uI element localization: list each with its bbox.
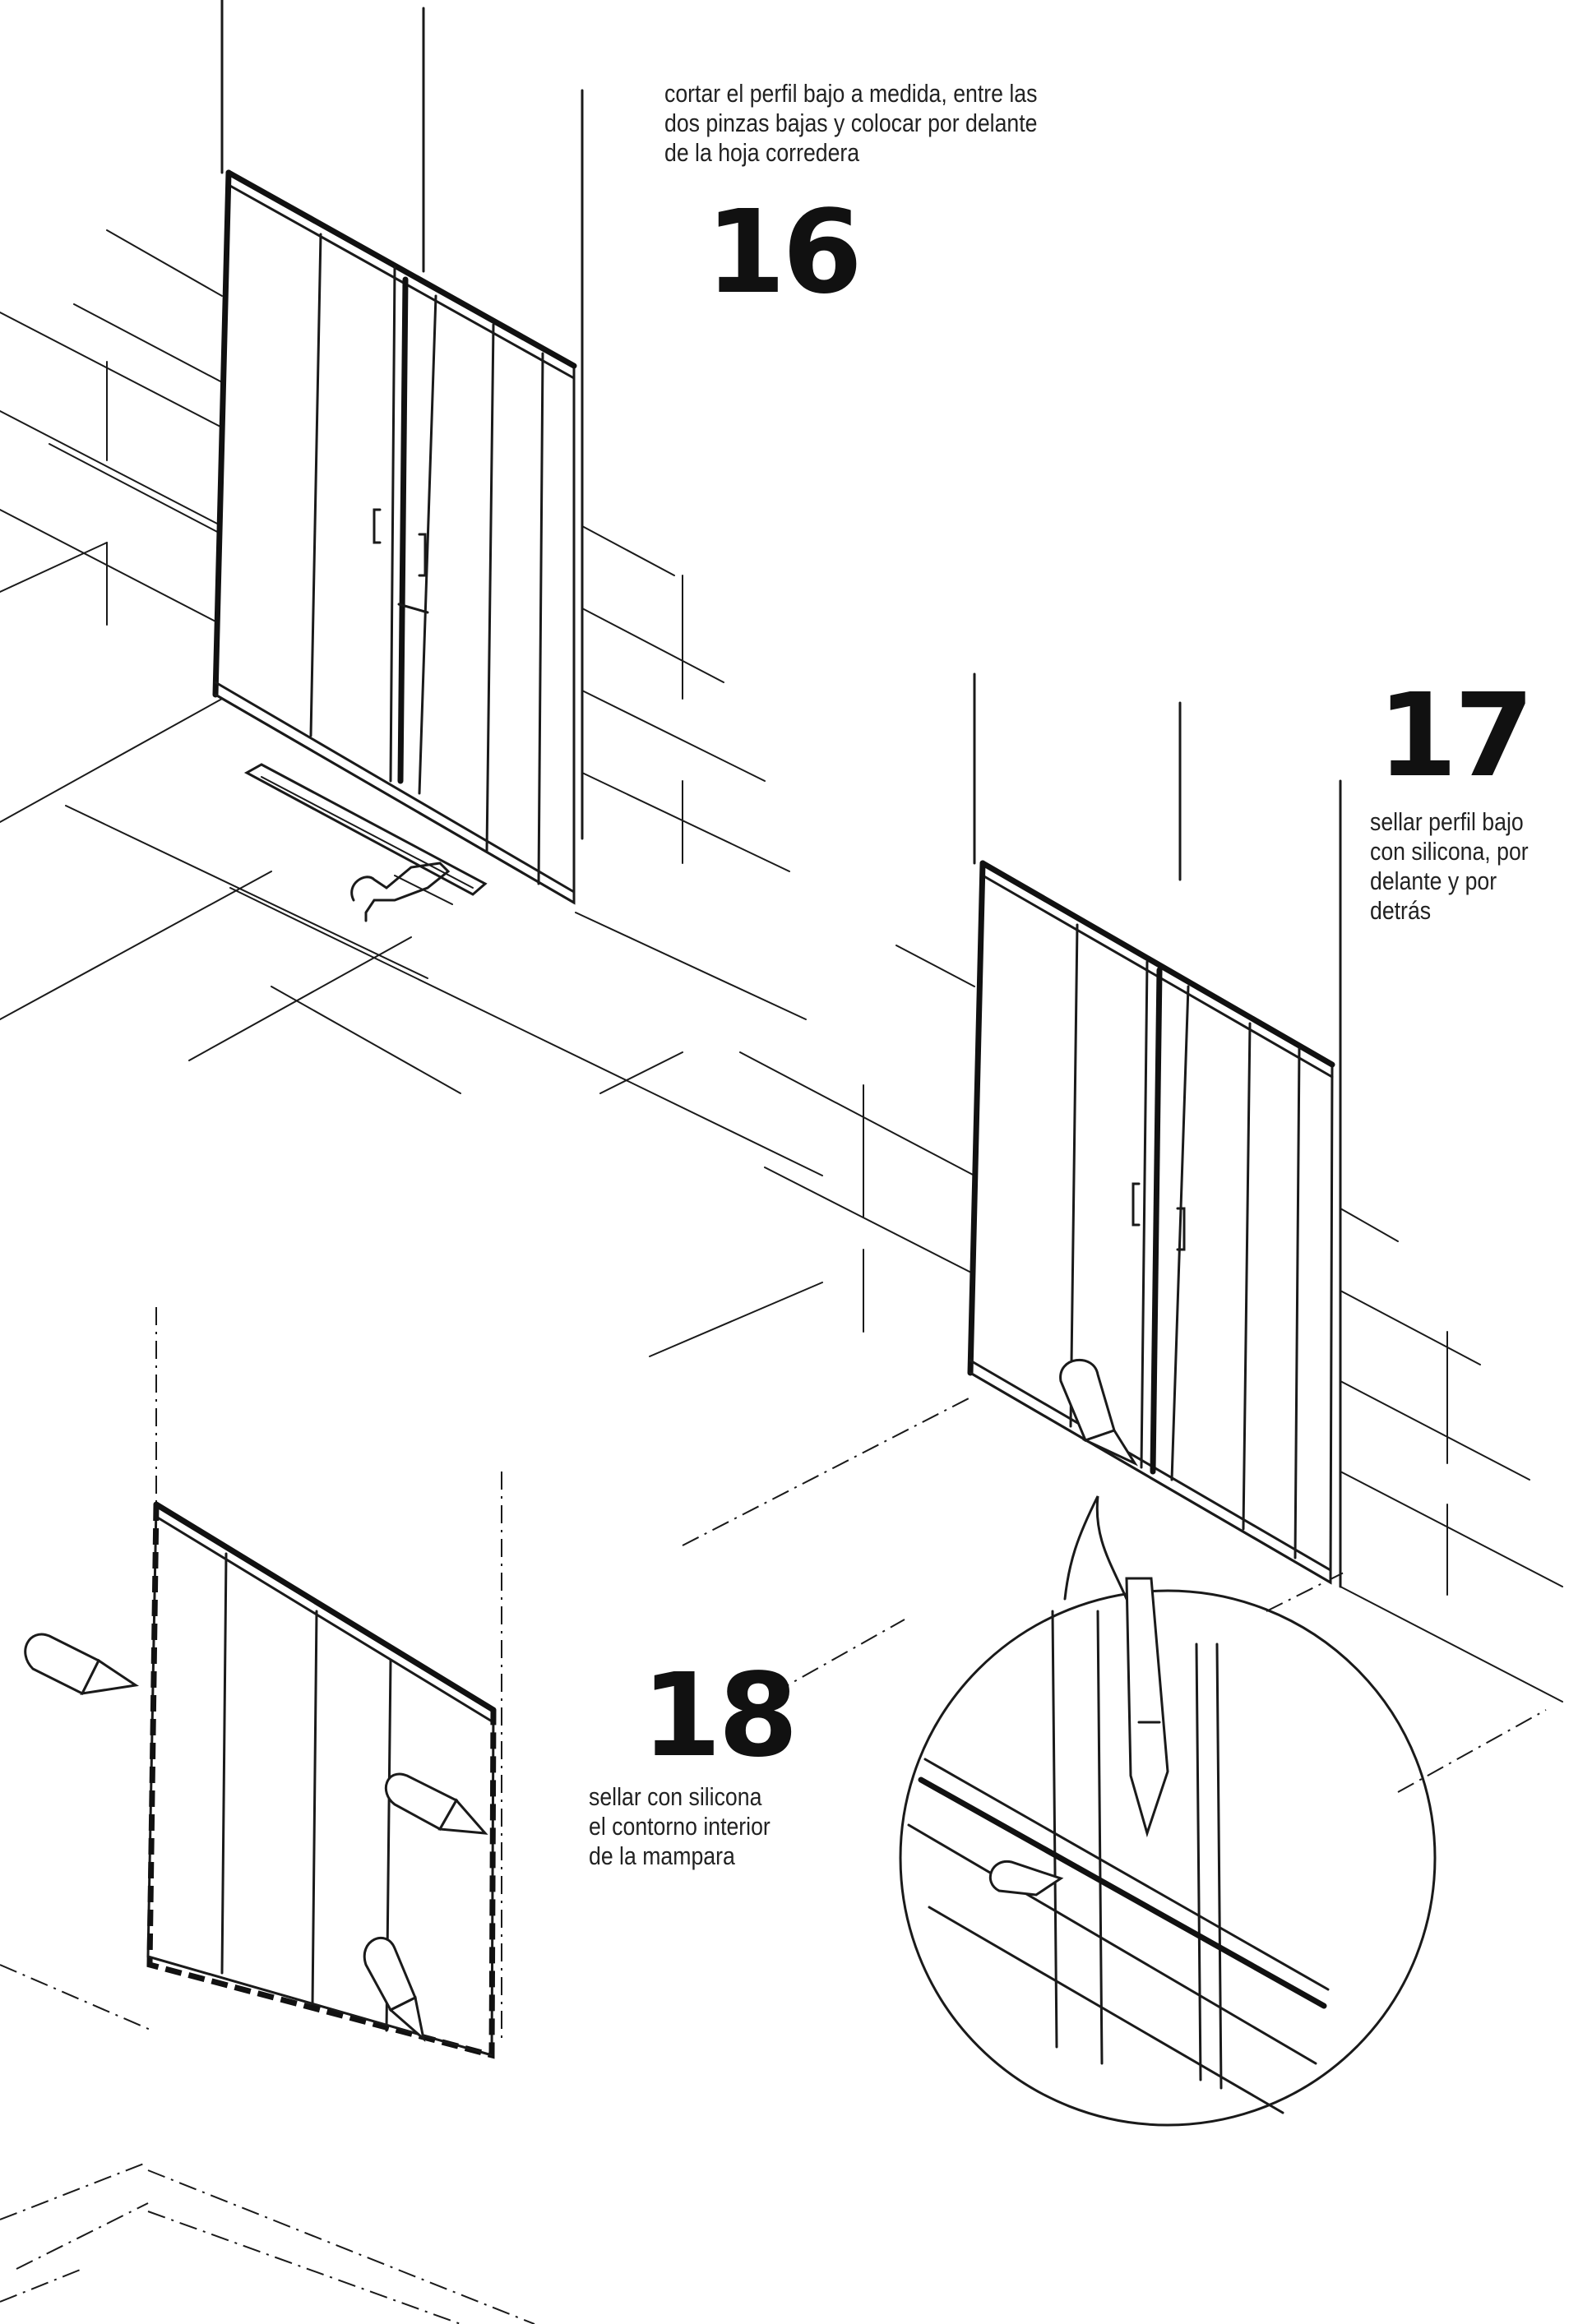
shower-screen-16 (212, 169, 577, 905)
handle-icon (373, 508, 382, 544)
silicone-tube-icon (363, 1937, 426, 2043)
step-17-line-3: delante y por (1370, 866, 1497, 895)
step-16-line-1: cortar el perfil bajo a medida, entre la… (664, 79, 1038, 108)
silicone-tube-icon (384, 1772, 488, 1835)
silicone-tube-icon (24, 1633, 140, 1696)
step-17-line-4: detrás (1370, 896, 1432, 925)
step-18-line-1: sellar con silicona (589, 1782, 762, 1811)
step-16-line-2: dos pinzas bajas y colocar por delante (664, 109, 1038, 137)
step-17-line-1: sellar perfil bajo (1370, 807, 1524, 836)
step-18-number: 18 (641, 1649, 798, 1783)
step-16-number: 16 (706, 186, 863, 320)
step-18-illustration (0, 1307, 535, 2324)
step-18-caption: sellar con silicona el contorno interior… (589, 1782, 771, 1871)
step-18-line-2: el contorno interior (589, 1812, 771, 1841)
step-17-illustration (649, 672, 1563, 2127)
step-16-caption: cortar el perfil bajo a medida, entre la… (664, 79, 1038, 168)
step-16-line-3: de la hoja corredera (664, 138, 860, 167)
step-16-illustration (0, 0, 823, 1176)
low-profile-piece (243, 763, 488, 922)
silicone-seal-contour (146, 1504, 497, 2059)
floor-grid (0, 698, 823, 1176)
step-17-number: 17 (1377, 669, 1534, 803)
step-17-line-2: con silicona, por (1370, 837, 1529, 866)
step-18-line-3: de la mampara (589, 1841, 735, 1870)
silicone-tube-icon (1059, 1358, 1138, 1467)
right-wall-tiles (581, 525, 790, 872)
left-wall-tiles (0, 229, 223, 626)
magnifier-detail-icon (899, 1495, 1437, 2127)
shower-screen-17 (967, 860, 1335, 1585)
step-17-caption: sellar perfil bajo con silicona, por del… (1370, 807, 1529, 926)
shower-screen-18 (146, 1501, 497, 2059)
